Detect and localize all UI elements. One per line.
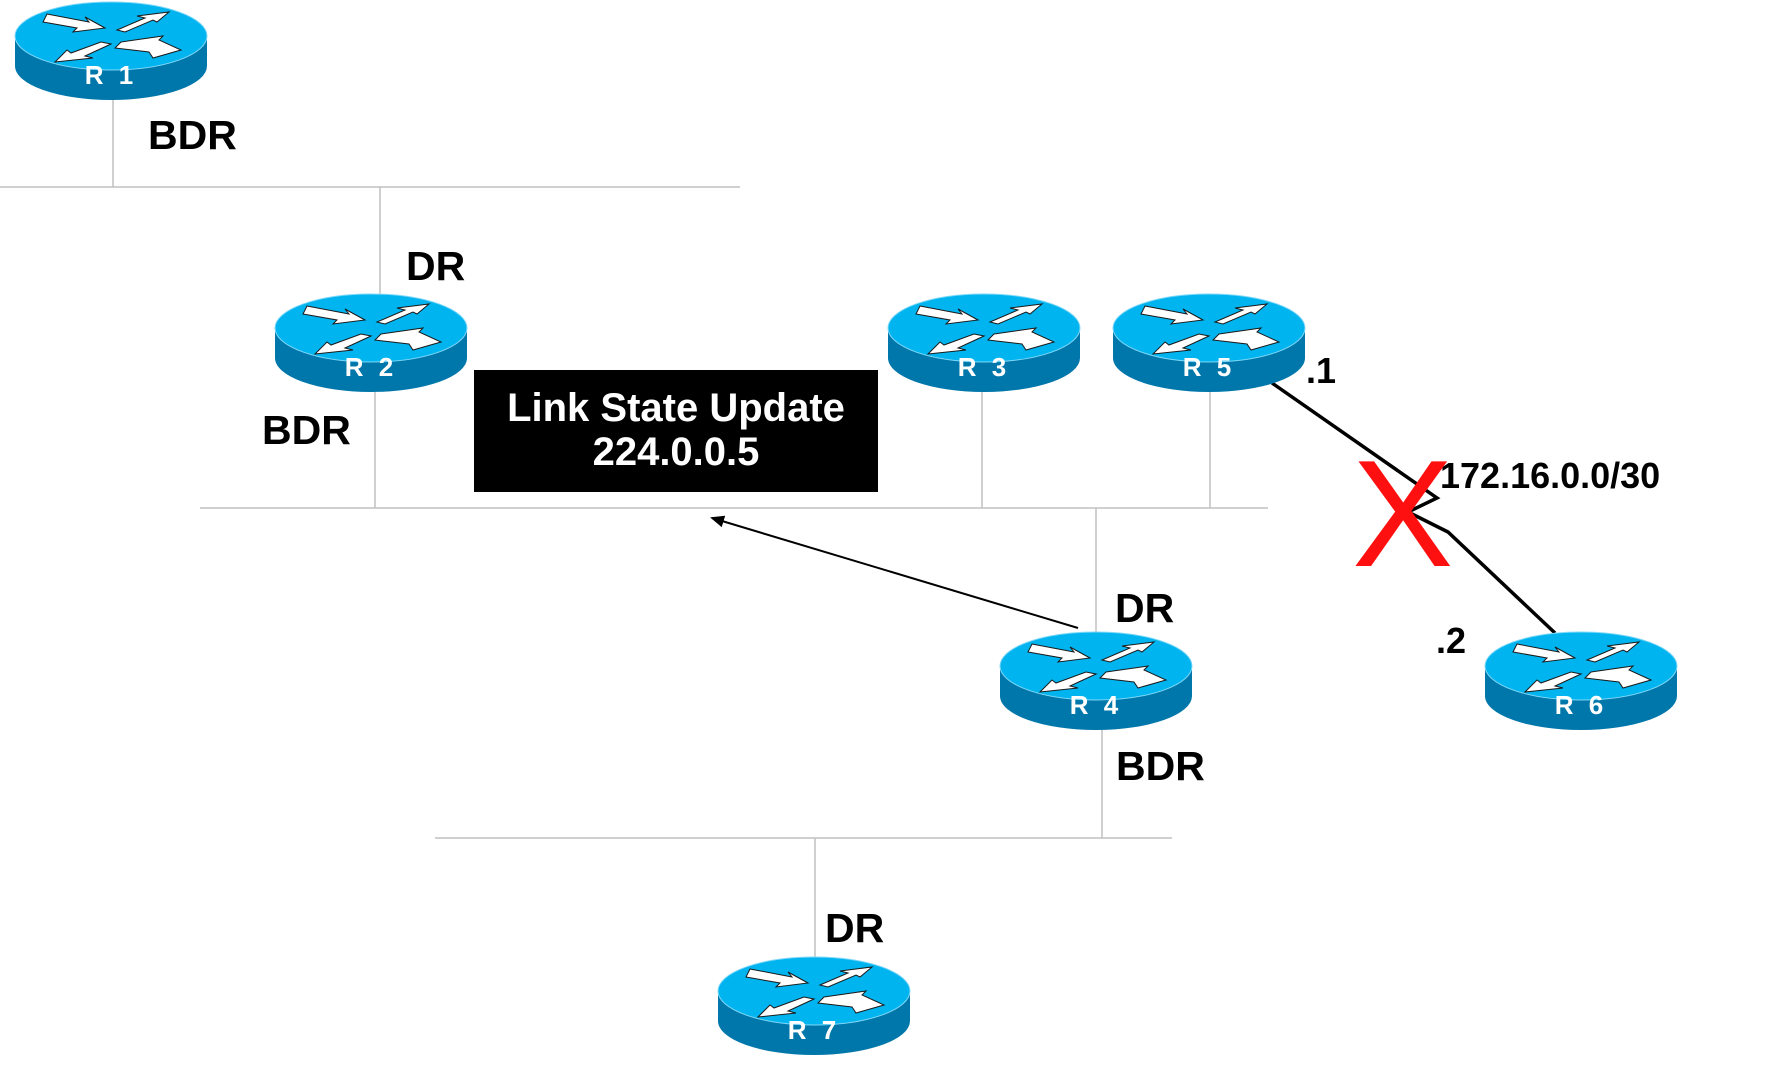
router-name-label: R 3 bbox=[957, 352, 1011, 382]
lsu-message-box: Link State Update 224.0.0.5 bbox=[474, 370, 878, 492]
router-name-label: R 6 bbox=[1554, 690, 1608, 720]
serial-link-line bbox=[1270, 381, 1557, 635]
r2-dr-label: DR bbox=[406, 243, 466, 289]
serial-network-label: 172.16.0.0/30 bbox=[1440, 455, 1661, 496]
router-name-label: R 5 bbox=[1182, 352, 1236, 382]
router-icon bbox=[274, 293, 468, 392]
serial-link-r5-r6 bbox=[1270, 381, 1557, 635]
r7-dr-label: DR bbox=[825, 905, 885, 951]
link-failure-x-icon: X bbox=[1352, 429, 1454, 599]
router-name-label: R 4 bbox=[1069, 690, 1123, 720]
r4-bdr-label: BDR bbox=[1116, 743, 1205, 789]
lan-segments bbox=[0, 186, 1268, 839]
router-r2[interactable]: R 2 bbox=[273, 292, 469, 394]
router-name-label: R 7 bbox=[787, 1015, 841, 1045]
r4-dr-label: DR bbox=[1115, 585, 1175, 631]
router-r5[interactable]: R 5 bbox=[1111, 292, 1307, 394]
router-icon bbox=[999, 631, 1193, 730]
r1-bdr-label: BDR bbox=[148, 112, 237, 158]
lsu-multicast-address: 224.0.0.5 bbox=[592, 430, 760, 474]
router-icon bbox=[717, 956, 911, 1055]
router-name-label: R 1 bbox=[84, 60, 138, 90]
router-name-label: R 2 bbox=[344, 352, 398, 382]
r5-host-address: .1 bbox=[1306, 350, 1337, 391]
router-r1[interactable]: R 1 bbox=[13, 0, 209, 102]
router-r7[interactable]: R 7 bbox=[716, 955, 912, 1057]
router-r4[interactable]: R 4 bbox=[998, 630, 1194, 732]
r2-bdr-label: BDR bbox=[262, 407, 351, 453]
router-r6[interactable]: R 6 bbox=[1483, 630, 1679, 732]
router-icon bbox=[1112, 293, 1306, 392]
lsu-flood-arrow bbox=[710, 515, 1079, 629]
lsu-message-title: Link State Update bbox=[507, 386, 845, 430]
drop-lines bbox=[112, 96, 1211, 958]
router-r3[interactable]: R 3 bbox=[886, 292, 1082, 394]
router-icon bbox=[887, 293, 1081, 392]
router-icon bbox=[1484, 631, 1678, 730]
router-icon bbox=[14, 1, 208, 100]
r6-host-address: .2 bbox=[1436, 620, 1467, 661]
